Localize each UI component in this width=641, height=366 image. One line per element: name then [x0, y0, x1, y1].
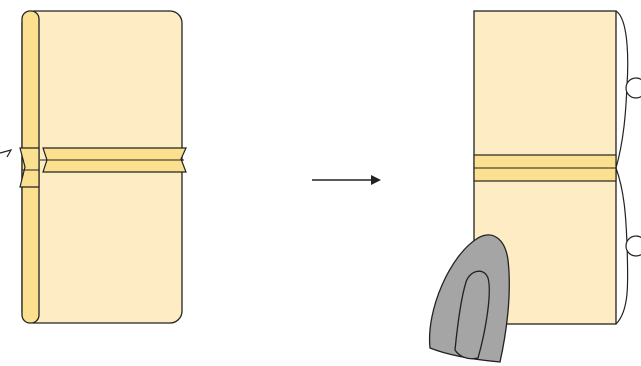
- step-1-fabric-group: [0, 10, 187, 324]
- arrow-right-icon: [312, 175, 381, 185]
- tape-end-notch: [19, 147, 40, 188]
- step-2-fabric-group: [428, 10, 641, 363]
- bracket-top-label-circle: [625, 77, 641, 99]
- iron-icon: [428, 234, 510, 363]
- arrow-left-icon: [0, 149, 13, 158]
- iron-handle: [454, 270, 490, 360]
- bracket-bottom-label-circle: [625, 235, 641, 257]
